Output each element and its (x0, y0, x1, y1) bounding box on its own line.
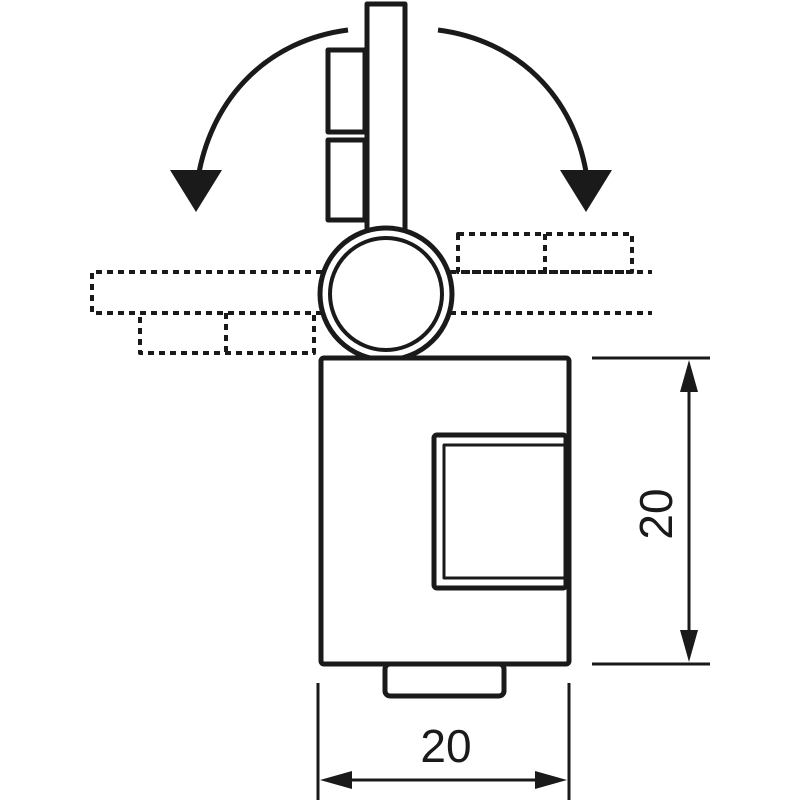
hinge-barrel (317, 225, 455, 363)
hinge-leaf-upright (325, 1, 408, 239)
hinge-body (318, 355, 572, 699)
panel-left-dotted (90, 270, 322, 355)
curved-arrow-left-icon (170, 27, 349, 212)
width-dimension-label: 20 (420, 720, 471, 772)
panel-right-dotted (450, 232, 652, 315)
dimension-width (316, 683, 571, 800)
height-dimension-label: 20 (630, 488, 682, 539)
curved-arrow-right-icon (437, 27, 612, 212)
dimension-height (592, 356, 710, 666)
